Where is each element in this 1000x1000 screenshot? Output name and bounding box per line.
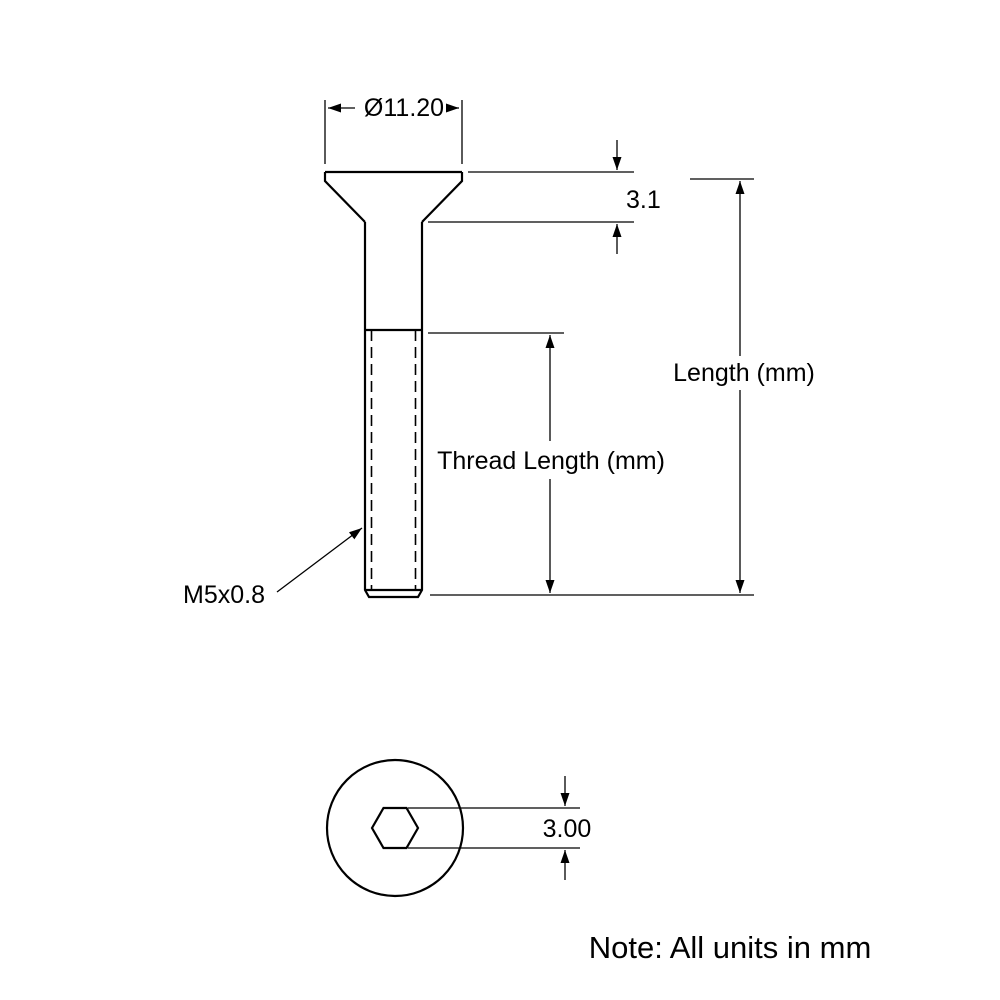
socket-size-label: 3.00 bbox=[543, 815, 592, 843]
screw-side-view bbox=[323, 170, 464, 599]
screw-top-view: 3.00 bbox=[325, 758, 592, 898]
side-view-dimensions: Ø11.20 3.1 Length (mm) Thread Length (mm… bbox=[183, 94, 815, 609]
units-note: Note: All units in mm bbox=[589, 930, 872, 965]
length-label: Length (mm) bbox=[673, 359, 815, 387]
head-height-label: 3.1 bbox=[626, 186, 661, 214]
screw-head-outline bbox=[323, 170, 464, 223]
head-circle bbox=[325, 758, 465, 898]
hex-socket bbox=[370, 806, 420, 850]
screw-shank-outline bbox=[363, 222, 424, 599]
leader-line bbox=[276, 527, 363, 593]
thread-length-label: Thread Length (mm) bbox=[437, 447, 665, 475]
head-diameter-label: Ø11.20 bbox=[364, 94, 444, 122]
thread-spec-label: M5x0.8 bbox=[183, 581, 265, 609]
